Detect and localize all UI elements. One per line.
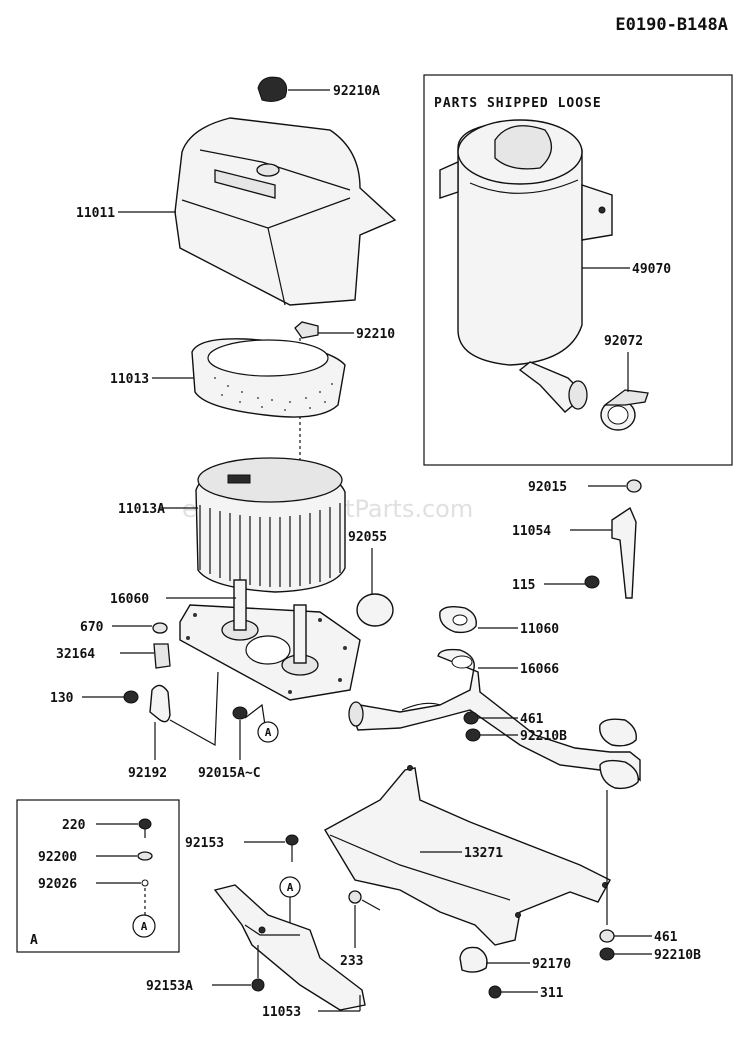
clamp-92170 — [459, 946, 488, 973]
label-92015: 92015 — [528, 480, 567, 495]
nut-92210B-upper — [465, 728, 481, 742]
label-670: 670 — [80, 620, 104, 635]
nut-311 — [488, 985, 502, 999]
screw-92153A — [251, 978, 265, 992]
ref-circle-a-base-letter: A — [265, 726, 272, 739]
nut-92210B-lower — [599, 947, 615, 961]
clamp-92072 — [600, 389, 649, 431]
label-92055: 92055 — [348, 530, 387, 545]
label-11013: 11013 — [110, 372, 149, 387]
parts-shipped-loose-box — [423, 74, 733, 466]
parts-shipped-loose-title: PARTS SHIPPED LOOSE — [434, 96, 602, 111]
heat-shield-13271 — [324, 765, 611, 946]
screw-92153 — [285, 834, 299, 862]
label-16060: 16060 — [110, 592, 149, 607]
label-92210A: 92210A — [333, 84, 380, 99]
gasket-11060 — [439, 605, 477, 634]
label-11053: 11053 — [262, 1005, 301, 1020]
clamp-130 — [123, 690, 139, 704]
base-16060 — [179, 579, 361, 701]
label-13271: 13271 — [464, 846, 503, 861]
bolt-115 — [584, 575, 600, 589]
exhaust-pipe-16066 — [348, 648, 641, 790]
label-92153A: 92153A — [146, 979, 193, 994]
ref-circle-a-box-letter: A — [141, 920, 148, 933]
label-92210B-lower: 92210B — [654, 948, 701, 963]
label-92026: 92026 — [38, 877, 77, 892]
label-130: 130 — [50, 691, 74, 706]
fitting-32164 — [153, 643, 171, 669]
label-92210: 92210 — [356, 327, 395, 342]
nut-461-upper — [463, 711, 479, 725]
reference-box-a — [16, 799, 180, 953]
element-11013A — [195, 457, 346, 593]
diagram-code: E0190-B148A — [615, 15, 728, 35]
ref-circle-a-box — [132, 914, 156, 938]
label-461-upper: 461 — [520, 712, 544, 727]
bolt-220 — [138, 818, 152, 838]
label-92192: 92192 — [128, 766, 167, 781]
bracket-11053 — [213, 884, 366, 1011]
label-311: 311 — [540, 986, 564, 1001]
nut-461-lower — [599, 929, 615, 943]
nut-92015A-C — [232, 706, 248, 720]
label-220: 220 — [62, 818, 86, 833]
muffler-49070 — [439, 119, 613, 413]
label-11054: 11054 — [512, 524, 551, 539]
label-92072: 92072 — [604, 334, 643, 349]
gasket-92055 — [356, 593, 394, 627]
label-49070: 49070 — [632, 262, 671, 277]
label-92210B-upper: 92210B — [520, 729, 567, 744]
washer-92200 — [137, 851, 153, 861]
label-92200: 92200 — [38, 850, 77, 865]
wing-nut-92210 — [294, 321, 319, 339]
washer-92026 — [141, 879, 149, 887]
label-11011: 11011 — [76, 206, 115, 221]
label-92170: 92170 — [532, 957, 571, 972]
label-32164: 32164 — [56, 647, 95, 662]
hose-92192 — [149, 684, 171, 723]
knob-92210A — [257, 76, 288, 102]
air-cleaner-cover-11011 — [174, 117, 397, 306]
label-11013A: 11013A — [118, 502, 165, 517]
nut-92015 — [626, 479, 642, 493]
label-92015A-C: 92015A~C — [198, 766, 261, 781]
label-461-lower: 461 — [654, 930, 678, 945]
ref-circle-a-base — [257, 721, 279, 743]
bolt-233 — [348, 890, 362, 904]
pre-cleaner-11013 — [191, 338, 346, 418]
ref-circle-a-bracket-letter: A — [287, 881, 294, 894]
reference-box-letter: A — [30, 933, 38, 948]
label-11060: 11060 — [520, 622, 559, 637]
label-233: 233 — [340, 954, 363, 969]
washer-670 — [152, 622, 168, 634]
bracket-11054 — [611, 506, 637, 599]
label-92153: 92153 — [185, 836, 224, 851]
label-16066: 16066 — [520, 662, 559, 677]
label-115: 115 — [512, 578, 535, 593]
